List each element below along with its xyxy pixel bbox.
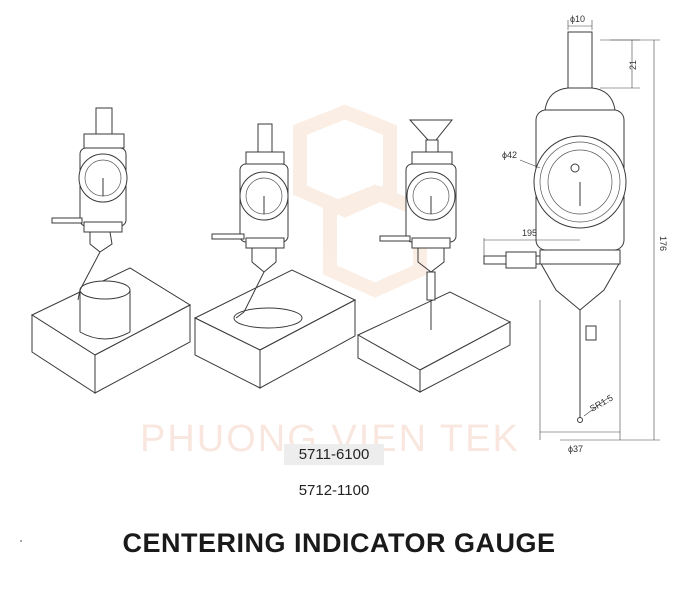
- dim-dial-diameter: ϕ42: [502, 150, 517, 160]
- dim-stem-length: 21: [628, 60, 638, 70]
- dim-total-height: 176: [658, 236, 668, 251]
- watermark-logo-icon: [293, 104, 427, 298]
- page-title: CENTERING INDICATOR GAUGE: [122, 528, 556, 558]
- model-number-2: 5712-1100: [298, 482, 370, 499]
- dim-tip-radius: SR1.5: [588, 393, 615, 414]
- dim-bottom-diameter: ϕ37: [568, 444, 583, 454]
- gauge-figure-1: [30, 107, 192, 394]
- dim-side-length: 195: [522, 228, 537, 238]
- gauge-figure-3: [356, 119, 512, 393]
- stray-dot: [20, 540, 22, 542]
- dim-stem-diameter: ϕ10: [570, 14, 585, 24]
- gauge-figure-2: [193, 123, 357, 389]
- model-number-1: 5711-6100: [284, 444, 384, 465]
- gauge-dimensioned-view: ϕ10 21 ϕ42 195 176 SR1.5 ϕ37: [483, 14, 668, 454]
